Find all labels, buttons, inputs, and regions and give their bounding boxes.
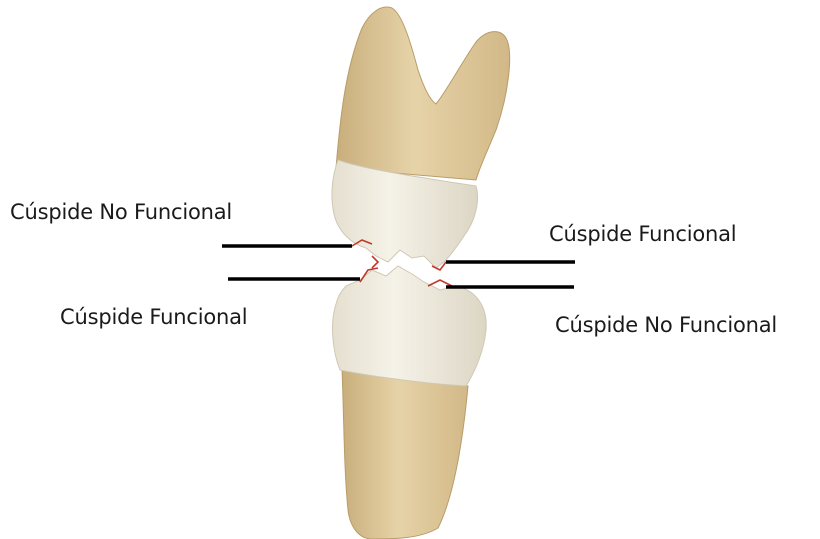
contact-mark-center bbox=[372, 256, 378, 268]
contact-mark-right-lower bbox=[428, 280, 452, 286]
lower-tooth bbox=[333, 266, 487, 539]
label-upper-non-functional-cusp: Cúspide No Funcional bbox=[10, 200, 232, 224]
label-upper-functional-cusp: Cúspide Funcional bbox=[549, 222, 736, 246]
upper-tooth-root bbox=[336, 7, 510, 180]
label-lower-functional-cusp: Cúspide Funcional bbox=[60, 305, 247, 329]
upper-tooth bbox=[332, 7, 510, 268]
label-lower-non-functional-cusp: Cúspide No Funcional bbox=[555, 313, 777, 337]
lower-tooth-crown bbox=[333, 266, 487, 386]
lower-tooth-root bbox=[342, 368, 468, 539]
